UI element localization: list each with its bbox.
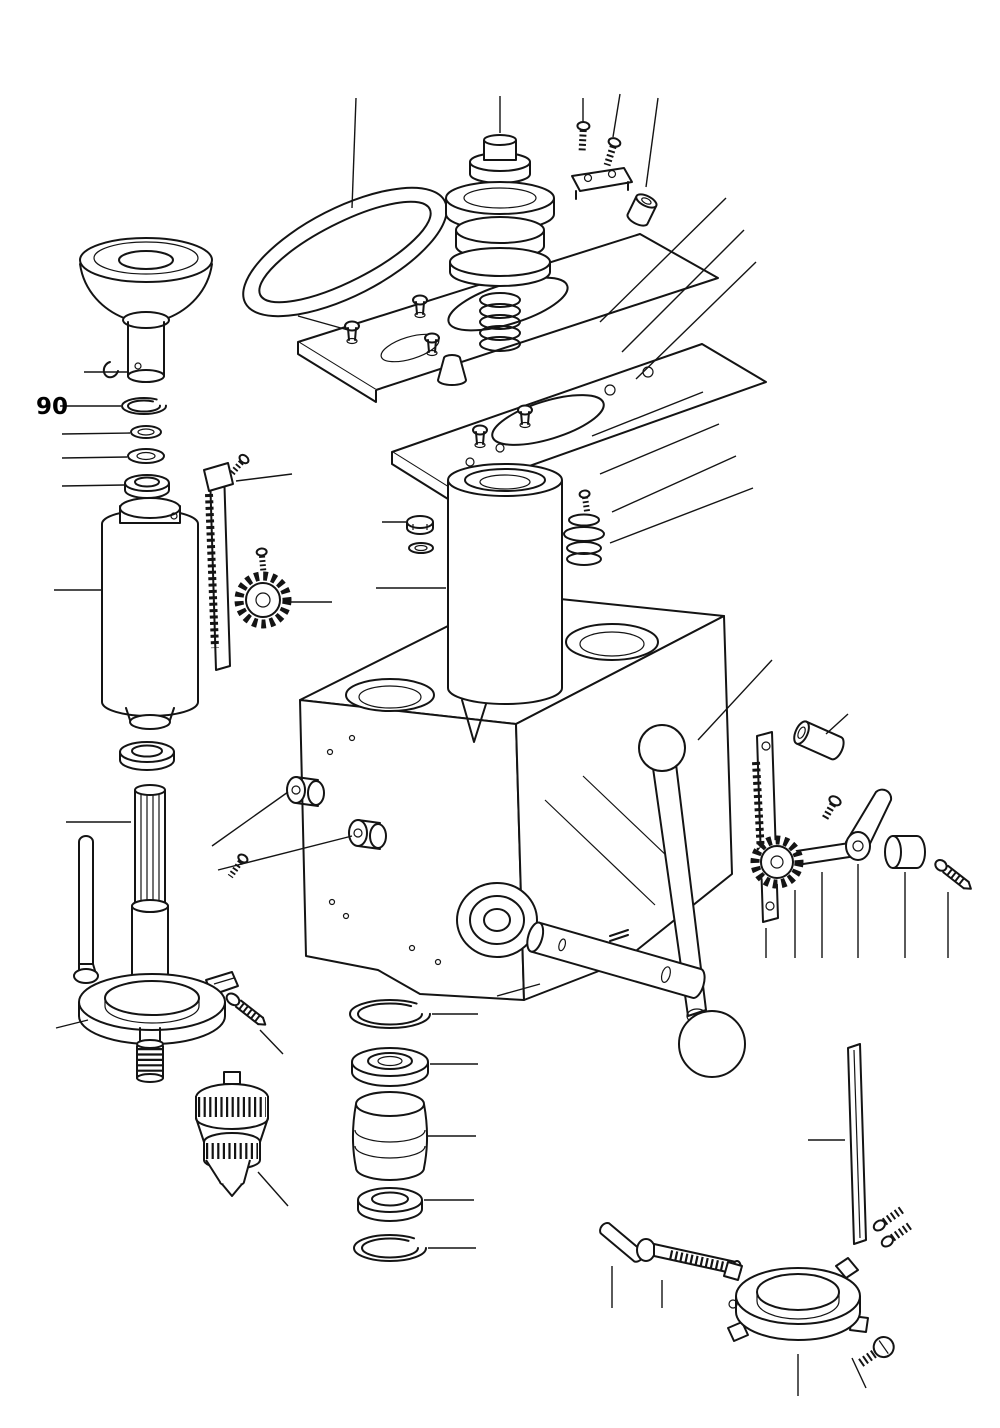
drift-shaft	[526, 921, 706, 999]
retaining-ring-90	[121, 397, 167, 415]
head-top-plate	[391, 343, 767, 505]
screw-right	[934, 858, 972, 890]
spindle-thread-end	[136, 1027, 164, 1083]
leader-lines	[54, 93, 949, 1396]
pinion-gear-left	[234, 547, 292, 629]
pulley-cap	[469, 134, 531, 184]
lower-left-bearing	[119, 741, 175, 771]
quill-housing-tube	[447, 463, 563, 743]
lower-bearing-1	[351, 1047, 429, 1087]
rack-left	[203, 453, 250, 671]
snap-ring-upper	[349, 999, 431, 1029]
clamp-screw	[225, 992, 267, 1026]
cam-lever	[845, 788, 893, 861]
clamp-ring-screw	[858, 1336, 895, 1367]
column-clamp-ring	[723, 1257, 869, 1342]
drive-belt	[242, 186, 448, 318]
clamp-handle-rod	[78, 835, 97, 977]
quill-sleeve	[101, 497, 199, 730]
upper-bearing	[124, 474, 170, 499]
pinion-shaft	[750, 835, 861, 889]
snap-ring-lower	[353, 1234, 427, 1262]
boss-screw	[227, 853, 249, 879]
rubber-sleeve	[352, 1091, 428, 1181]
set-screw-small	[820, 795, 842, 822]
screws-pair-right	[872, 1206, 913, 1248]
roll-pin	[793, 720, 845, 761]
quill-return-spring	[479, 292, 521, 352]
table-clamp-collar	[73, 968, 239, 1045]
callout-90: 90	[36, 394, 68, 420]
pulley-cover-bell	[79, 237, 213, 383]
lower-bearing-2	[357, 1187, 423, 1222]
drill-chuck	[195, 1071, 269, 1197]
spindle-shaft	[131, 784, 169, 1025]
t-handle-bolt	[599, 1222, 742, 1276]
washer-stack	[127, 425, 165, 464]
feed-handle	[638, 724, 746, 1078]
cone-pulley	[445, 181, 555, 287]
rubber-bumper	[437, 354, 467, 386]
small-retaining-clip	[102, 361, 119, 379]
rack-right	[752, 731, 779, 923]
spring-cap-stack	[563, 489, 605, 566]
lock-nut-washer	[406, 515, 434, 554]
small-pin	[609, 929, 629, 942]
adjust-knob	[884, 835, 926, 869]
top-fasteners	[571, 121, 658, 227]
gib-bar	[847, 1043, 867, 1245]
